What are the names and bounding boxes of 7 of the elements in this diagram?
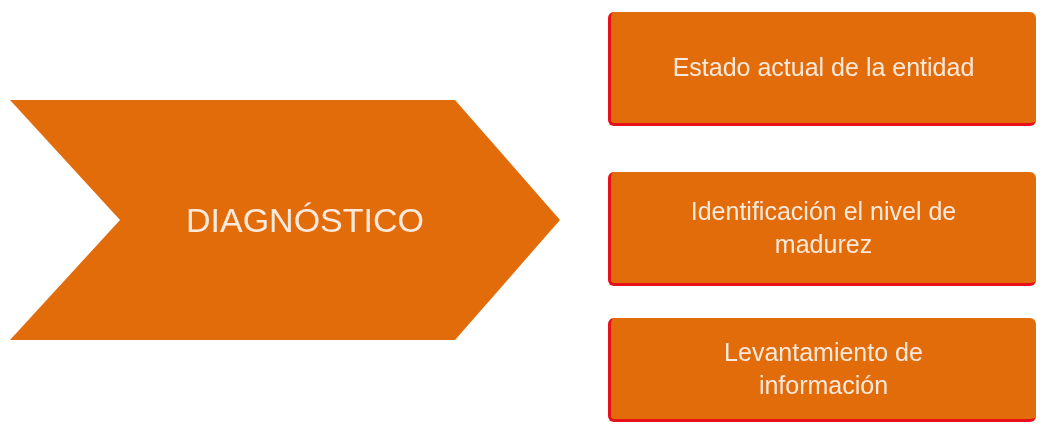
process-box (608, 12, 1036, 126)
box-label: Identificación el nivel de madurez (689, 196, 958, 260)
chevron-label: DIAGNÓSTICO (186, 199, 424, 241)
box-label: Estado actual de la entidad (672, 52, 975, 84)
process-box (608, 172, 1036, 286)
box-label: Levantamiento de información (723, 337, 924, 401)
process-box (608, 318, 1036, 422)
